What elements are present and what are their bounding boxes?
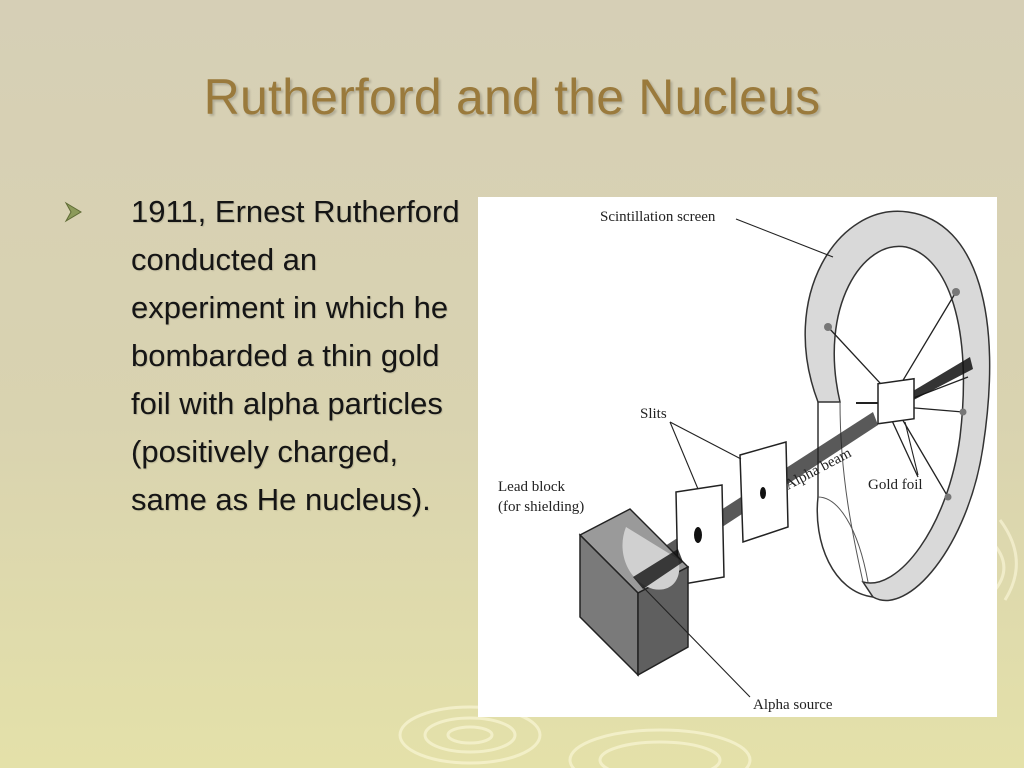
label-lead-block: Lead block [498, 479, 566, 495]
slide-title: Rutherford and the Nucleus [203, 69, 821, 125]
label-scintillation-screen: Scintillation screen [600, 209, 716, 225]
lead-block [578, 508, 690, 677]
slit-plates [675, 441, 789, 586]
label-gold-foil: Gold foil [868, 477, 923, 493]
arrowhead-bullet-icon [64, 201, 82, 223]
scintillation-flashes [824, 288, 967, 501]
rutherford-experiment-diagram: Scintillation screen Slits Alpha beam Go… [478, 197, 997, 717]
label-slits: Slits [640, 406, 667, 422]
scintillation-screen-ring [804, 210, 991, 602]
gold-foil [877, 377, 915, 425]
bullet-text: 1911, Ernest Rutherford conducted an exp… [131, 194, 460, 517]
label-alpha-source: Alpha source [753, 697, 833, 713]
label-for-shielding: (for shielding) [498, 499, 584, 515]
